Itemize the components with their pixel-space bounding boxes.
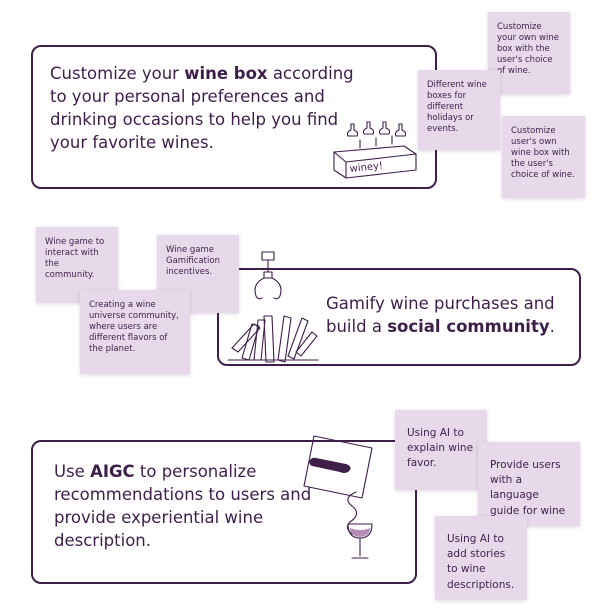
gamify-headline: Gamify wine purchases and build a social… [326,292,566,338]
wine-box-illustration: winey! [333,121,417,179]
headline-text: to personalize recommendations to users … [54,462,312,551]
headline-bold: wine box [184,64,268,83]
gamify-card [217,268,581,366]
note-text: Customize your own wine box with the use… [497,22,559,77]
note-text: Provide users with a language guide for … [490,459,566,532]
sticky-note: Using AI to explain wine favor. [395,410,487,490]
sticky-note: Provide users with a language guide for … [478,442,580,532]
note-text: Creating a wine universe community, wher… [89,300,179,355]
note-text: Different wine boxes for different holid… [427,80,487,135]
phone-wine-illustration [303,435,373,559]
aigc-headline: Use AIGC to personalize recommendations … [54,460,316,552]
crate-label: winey! [349,161,383,175]
sticky-note: Using AI to add stories to wine descript… [435,516,527,600]
note-text: Customize user's own wine box with the u… [511,126,575,181]
sticky-note: Customize user's own wine box with the u… [502,116,585,198]
wine-box-headline: Customize your wine box according to you… [50,62,370,154]
headline-text: according to your personal preferences a… [50,64,354,153]
wine-box-card [31,45,437,189]
headline-text: Gamify wine purchases and build a [326,294,555,337]
note-text: Wine game to interact with the community… [45,237,105,281]
headline-bold: AIGC [90,462,135,481]
headline-bold: social community [387,317,550,337]
note-text: Wine game Gamification incentives. [166,245,220,278]
note-text: Using AI to add stories to wine descript… [447,533,515,591]
claw-machine-illustration [227,251,319,363]
headline-text: Use [54,462,91,481]
headline-text: Customize your [50,64,185,83]
headline-text: . [549,317,555,337]
note-text: Using AI to explain wine favor. [407,427,474,470]
sticky-note: Creating a wine universe community, wher… [80,290,190,374]
aigc-card [31,440,417,584]
sticky-note: Customize your own wine box with the use… [488,12,570,94]
sticky-note: Different wine boxes for different holid… [418,70,500,150]
